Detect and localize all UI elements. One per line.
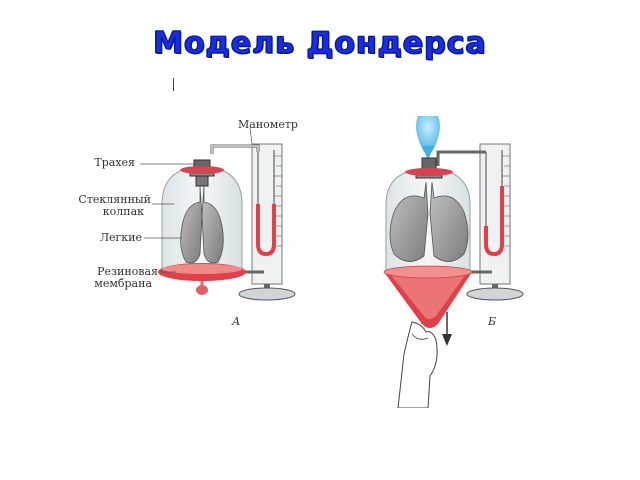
donders-model-figure: Трахея Стеклянный колпак Легкие Резинова… bbox=[78, 86, 574, 408]
panel-a-letter: А bbox=[231, 315, 240, 328]
label-trachea: Трахея bbox=[94, 156, 135, 169]
arrow-down-icon bbox=[442, 312, 452, 346]
hand-icon bbox=[397, 321, 438, 408]
label-membrane-1: Резиновая bbox=[97, 265, 158, 278]
manometer-b bbox=[466, 143, 524, 301]
panel-a: Трахея Стеклянный колпак Легкие Резинова… bbox=[78, 118, 298, 328]
diagram-svg: Трахея Стеклянный колпак Легкие Резинова… bbox=[78, 116, 524, 408]
text-cursor bbox=[173, 78, 174, 91]
slide-title: Модель Дондерса bbox=[153, 25, 487, 61]
lungs-a bbox=[180, 185, 224, 264]
air-jet-icon bbox=[416, 116, 440, 152]
panel-b: Б bbox=[383, 116, 524, 408]
lungs-b bbox=[389, 181, 469, 262]
label-lungs: Легкие bbox=[100, 231, 142, 244]
manometer-a bbox=[238, 143, 296, 301]
label-glass-cap-2: колпак bbox=[103, 205, 144, 218]
label-manometer: Манометр bbox=[238, 118, 298, 131]
trachea-a bbox=[195, 175, 209, 187]
label-membrane-2: мембрана bbox=[94, 277, 152, 290]
label-glass-cap-1: Стеклянный bbox=[78, 193, 151, 206]
panel-b-letter: Б bbox=[487, 315, 496, 328]
